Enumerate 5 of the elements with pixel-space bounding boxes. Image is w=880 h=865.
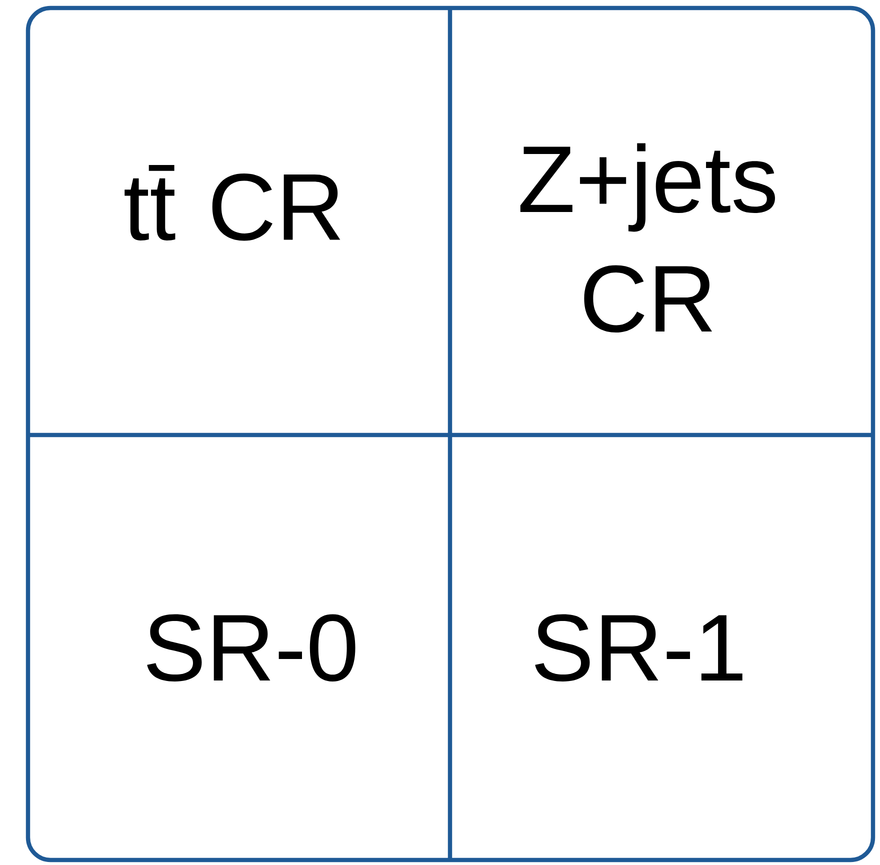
- region-label: SR-0: [147, 614, 356, 682]
- region-label: Z+jets CR: [520, 143, 775, 332]
- region-label: tt̄ CR: [124, 165, 340, 241]
- outer-frame: [26, 6, 876, 862]
- region-label: SR-1: [535, 614, 742, 682]
